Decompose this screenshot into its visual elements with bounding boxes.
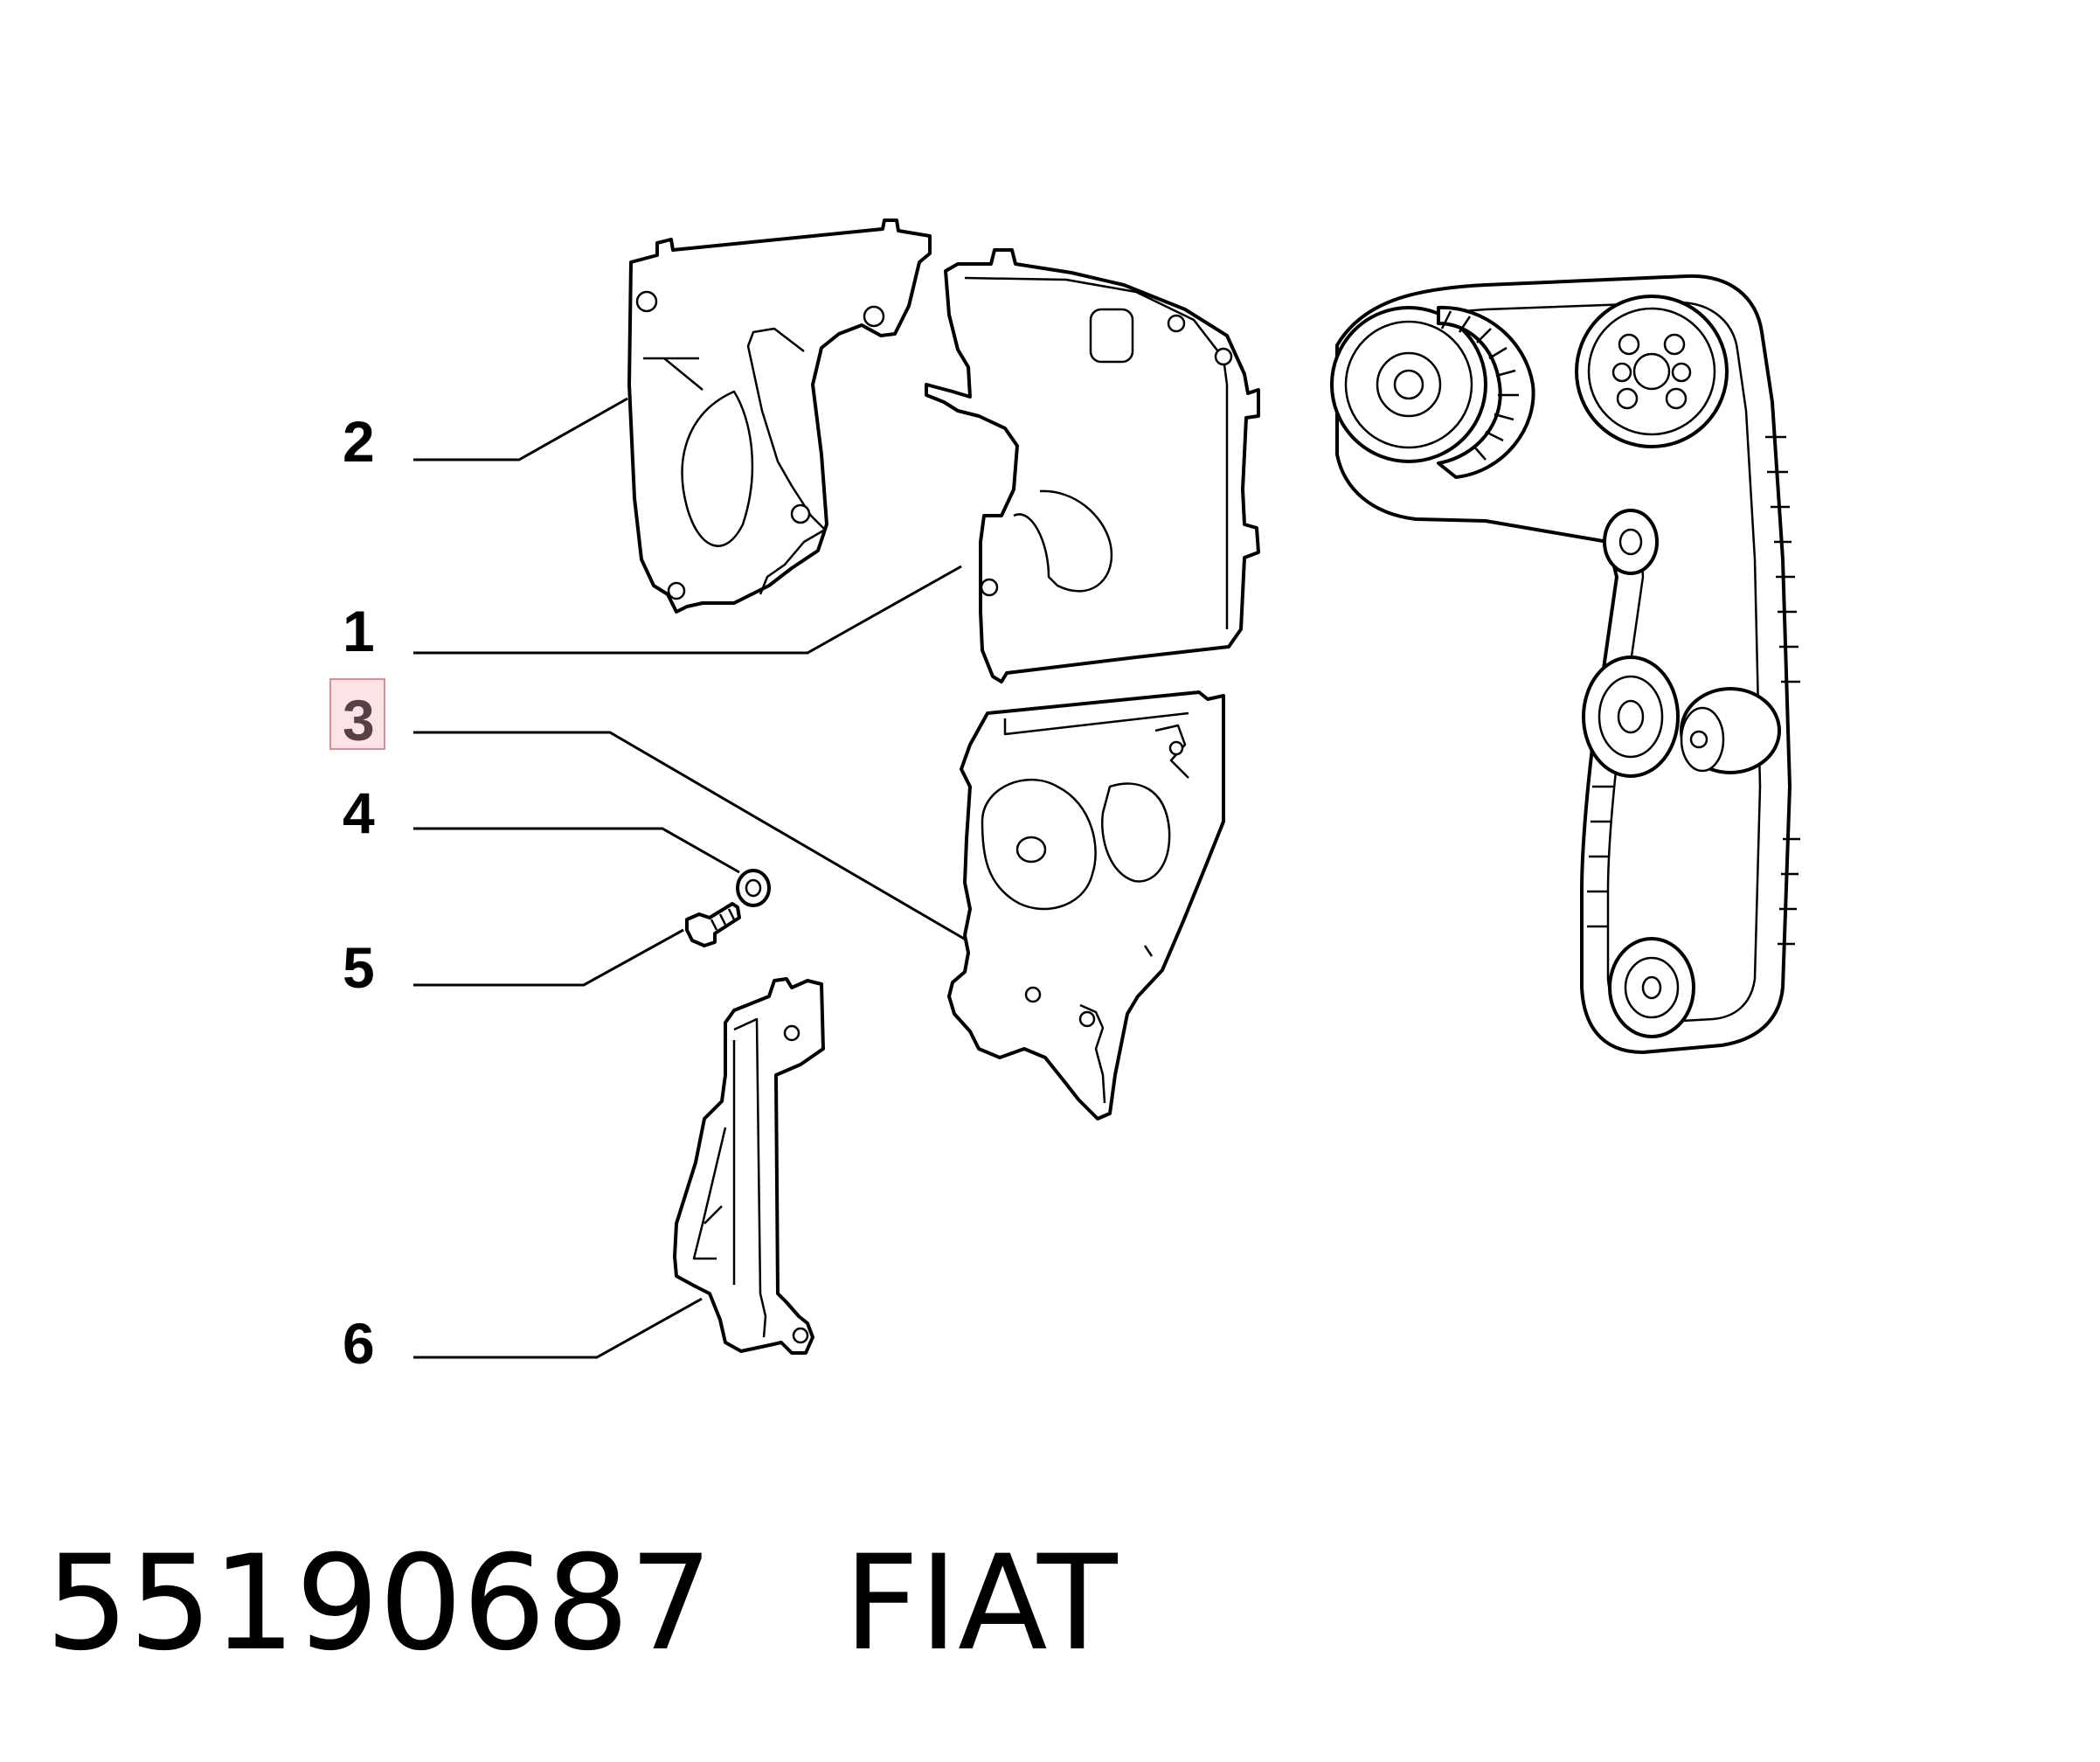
bracket-part[interactable] [673,977,825,1355]
callout-1-label[interactable]: 1 [343,599,375,663]
leader-line-6 [413,1297,703,1359]
leader-line-5 [413,928,684,987]
leader-line-1 [413,565,962,655]
callout-2-label[interactable]: 2 [343,409,375,474]
leader-line-4 [413,827,740,874]
part-number: 55190687 [45,1528,713,1680]
upper-front-cover-part[interactable] [925,248,1260,683]
bolt-part[interactable] [685,902,741,947]
washer-part[interactable] [736,869,771,907]
callout-5-label[interactable]: 5 [343,935,375,1000]
callout-6-label[interactable]: 6 [343,1311,375,1376]
callout-4-label[interactable]: 4 [343,780,375,845]
callout-3-label[interactable]: 3 [343,688,375,753]
callout-3-highlight [329,678,385,750]
upper-rear-cover-part[interactable] [627,219,932,614]
timing-belt-assembly[interactable] [1330,274,1800,1054]
leader-line-3 [413,731,971,944]
brand-name: FIAT [843,1528,1118,1680]
leader-line-2 [413,397,628,461]
lower-cover-part[interactable] [947,690,1225,1120]
